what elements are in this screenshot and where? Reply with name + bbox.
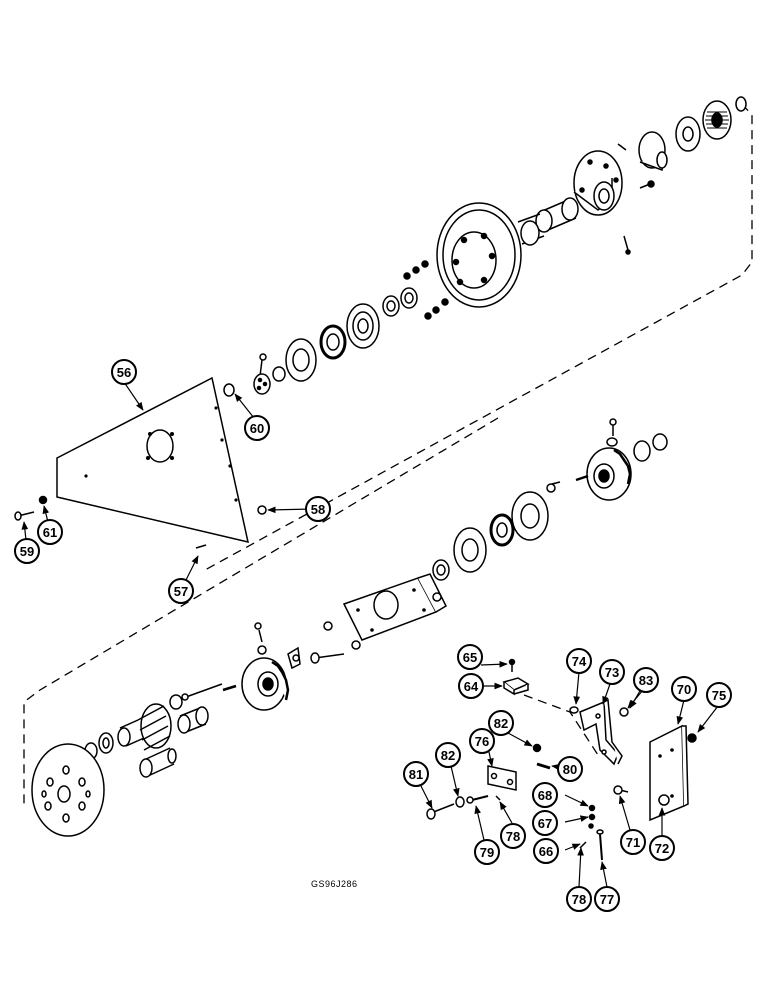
callout-label: 57 xyxy=(174,584,188,599)
shield-panel xyxy=(56,376,249,544)
callout-64: 64 xyxy=(458,673,484,699)
callout-71: 71 xyxy=(620,829,646,855)
callout-65: 65 xyxy=(457,644,483,670)
callout-label: 61 xyxy=(43,525,57,540)
callout-label: 75 xyxy=(712,688,726,703)
callout-label: 68 xyxy=(538,788,552,803)
callout-label: 60 xyxy=(250,421,264,436)
callout-label: 67 xyxy=(538,816,552,831)
part-callouts: 56 60 58 61 59 57 65 64 74 73 83 70 75 8… xyxy=(14,359,732,912)
callout-83: 83 xyxy=(633,667,659,693)
callout-57: 57 xyxy=(168,578,194,604)
callout-78: 78 xyxy=(500,823,526,849)
callout-56: 56 xyxy=(111,359,137,385)
callout-label: 82 xyxy=(494,716,508,731)
callout-label: 83 xyxy=(639,673,653,688)
callout-61: 61 xyxy=(37,519,63,545)
callout-label: 76 xyxy=(475,734,489,749)
callout-59: 59 xyxy=(14,538,40,564)
callout-58: 58 xyxy=(305,496,331,522)
callout-81: 81 xyxy=(403,761,429,787)
callout-label: 71 xyxy=(626,835,640,850)
callout-label: 70 xyxy=(677,682,691,697)
callout-label: 78 xyxy=(572,892,586,907)
callout-70: 70 xyxy=(671,676,697,702)
callout-78: 78 xyxy=(566,886,592,912)
callout-label: 64 xyxy=(464,679,479,694)
callout-72: 72 xyxy=(649,835,675,861)
callout-label: 59 xyxy=(20,544,34,559)
callout-77: 77 xyxy=(594,886,620,912)
callout-80: 80 xyxy=(557,756,583,782)
callout-label: 72 xyxy=(655,841,669,856)
callout-67: 67 xyxy=(532,810,558,836)
callout-label: 82 xyxy=(441,748,455,763)
callout-label: 79 xyxy=(480,845,494,860)
lower-shaft-assembly xyxy=(31,418,668,837)
callout-75: 75 xyxy=(706,682,732,708)
callout-82: 82 xyxy=(488,710,514,736)
callout-label: 58 xyxy=(311,502,325,517)
callout-label: 66 xyxy=(539,844,553,859)
callout-66: 66 xyxy=(533,838,559,864)
callout-74: 74 xyxy=(566,648,592,674)
upper-shaft-assembly xyxy=(223,96,747,397)
latch-hardware xyxy=(426,658,697,861)
callout-label: 80 xyxy=(563,762,577,777)
callout-68: 68 xyxy=(532,782,558,808)
callout-label: 73 xyxy=(605,665,619,680)
callout-label: 56 xyxy=(117,365,131,380)
callout-60: 60 xyxy=(244,415,270,441)
callout-label: 78 xyxy=(506,829,520,844)
callout-label: 74 xyxy=(572,654,587,669)
callout-82: 82 xyxy=(435,742,461,768)
drawing-code: GS96J286 xyxy=(311,879,358,889)
callout-73: 73 xyxy=(599,659,625,685)
panel-hardware xyxy=(14,495,267,549)
callout-79: 79 xyxy=(474,839,500,865)
callout-label: 81 xyxy=(409,767,423,782)
callout-label: 65 xyxy=(463,650,477,665)
callout-label: 77 xyxy=(600,892,614,907)
callout-76: 76 xyxy=(469,728,495,754)
